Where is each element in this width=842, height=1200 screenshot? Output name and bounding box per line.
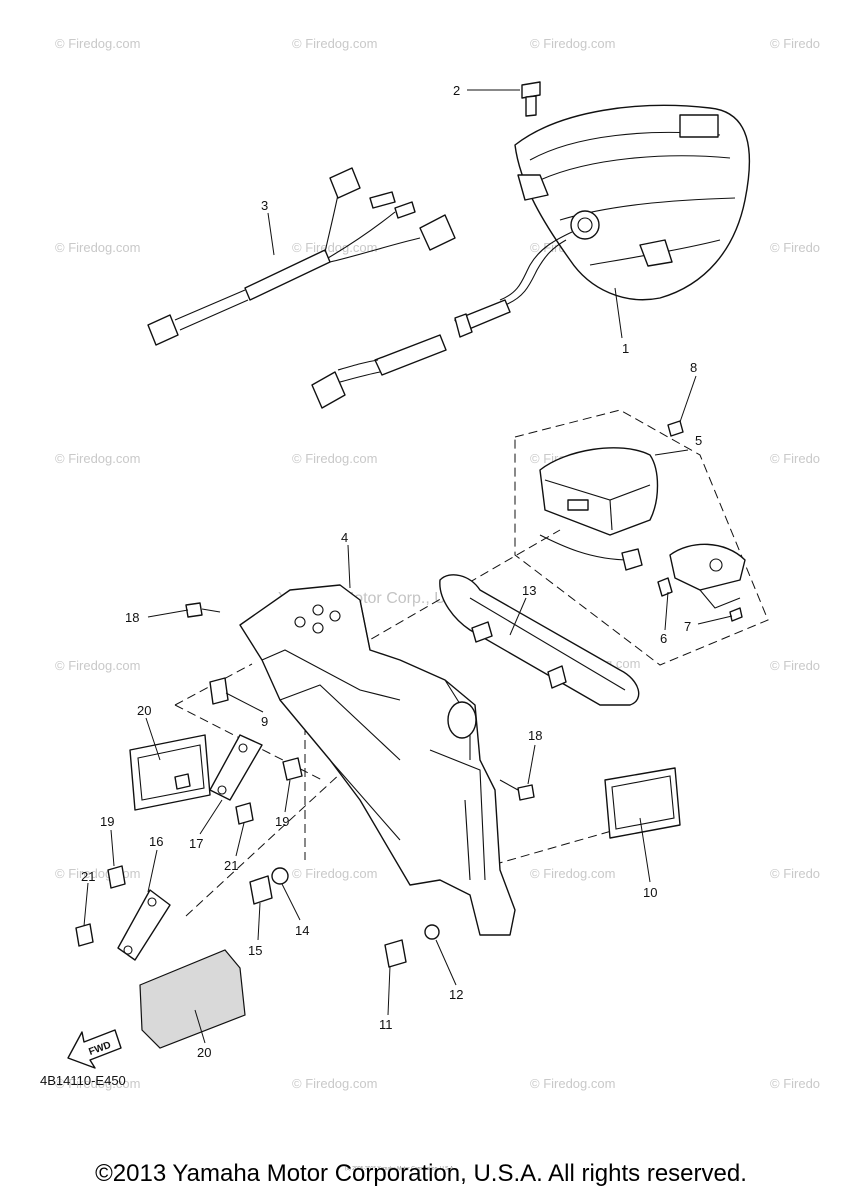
license-bracket	[439, 574, 640, 706]
hardware	[75, 602, 535, 968]
callout-19-left: 19	[100, 814, 114, 829]
watermark: © Firedog.com	[530, 866, 615, 881]
callout-10: 10	[643, 885, 657, 900]
fine-print: (c) 2005-2015 Yamaha Motor Corporation, …	[345, 1166, 455, 1172]
watermark: © Firedog.com	[292, 451, 377, 466]
callout-19-right: 19	[275, 814, 289, 829]
reflector-stays	[117, 734, 263, 961]
watermark: © Firedog.com	[292, 866, 377, 881]
callout-7: 7	[684, 619, 691, 634]
callout-5: 5	[695, 433, 702, 448]
callout-1: 1	[622, 341, 629, 356]
watermark: © Firedo	[770, 240, 820, 255]
callout-12: 12	[449, 987, 463, 1002]
watermark: © Firedo	[770, 36, 820, 51]
callout-21-right: 21	[224, 858, 238, 873]
watermark: © Firedog.com	[530, 1076, 615, 1091]
callout-14: 14	[295, 923, 309, 938]
watermark: © Firedog.com	[292, 36, 377, 51]
callout-15: 15	[248, 943, 262, 958]
tail-light-assembly	[311, 81, 751, 409]
watermark: © Firedog.com	[55, 658, 140, 673]
license-light	[539, 420, 746, 622]
watermark: © Firedog.com	[55, 240, 140, 255]
callouts: 1 2 3 4 5 6 7 8 9 10 11 12 13 14 15 16 1…	[81, 83, 702, 1060]
watermark: © Firedog.com	[55, 1076, 140, 1091]
watermark: © Firedog.com	[55, 451, 140, 466]
callout-20-upper: 20	[137, 703, 151, 718]
callout-3: 3	[261, 198, 268, 213]
callout-21-left: 21	[81, 869, 95, 884]
wire-harness	[147, 167, 456, 346]
watermark: © Firedog.com	[530, 36, 615, 51]
diagram-code: 4B14110-E450	[40, 1073, 126, 1088]
callout-13: 13	[522, 583, 536, 598]
watermark: © Firedog.com	[55, 866, 140, 881]
callout-8: 8	[690, 360, 697, 375]
fwd-arrow: FWD	[67, 1029, 122, 1069]
callout-17: 17	[189, 836, 203, 851]
watermark: © Firedo	[770, 451, 820, 466]
callout-16: 16	[149, 834, 163, 849]
watermark: © Firedo	[770, 658, 820, 673]
callout-18-upper: 18	[125, 610, 139, 625]
callout-20-lower: 20	[197, 1045, 211, 1060]
watermark: © Firedog.com	[55, 36, 140, 51]
watermark: © Firedo	[770, 866, 820, 881]
leader-lines	[83, 89, 733, 1044]
watermark: © Firedo	[770, 1076, 820, 1091]
copyright-notice: ©2013 Yamaha Motor Corporation, U.S.A. A…	[95, 1160, 747, 1187]
callout-4: 4	[341, 530, 348, 545]
watermark: © Firedog.com	[292, 240, 377, 255]
rear-fender	[239, 584, 516, 936]
callout-18-lower: 18	[528, 728, 542, 743]
callout-2: 2	[453, 83, 460, 98]
watermark: © Firedog.com	[292, 1076, 377, 1091]
callout-6: 6	[660, 631, 667, 646]
callout-11: 11	[379, 1017, 393, 1032]
callout-9: 9	[261, 714, 268, 729]
reflectors	[129, 734, 681, 1049]
